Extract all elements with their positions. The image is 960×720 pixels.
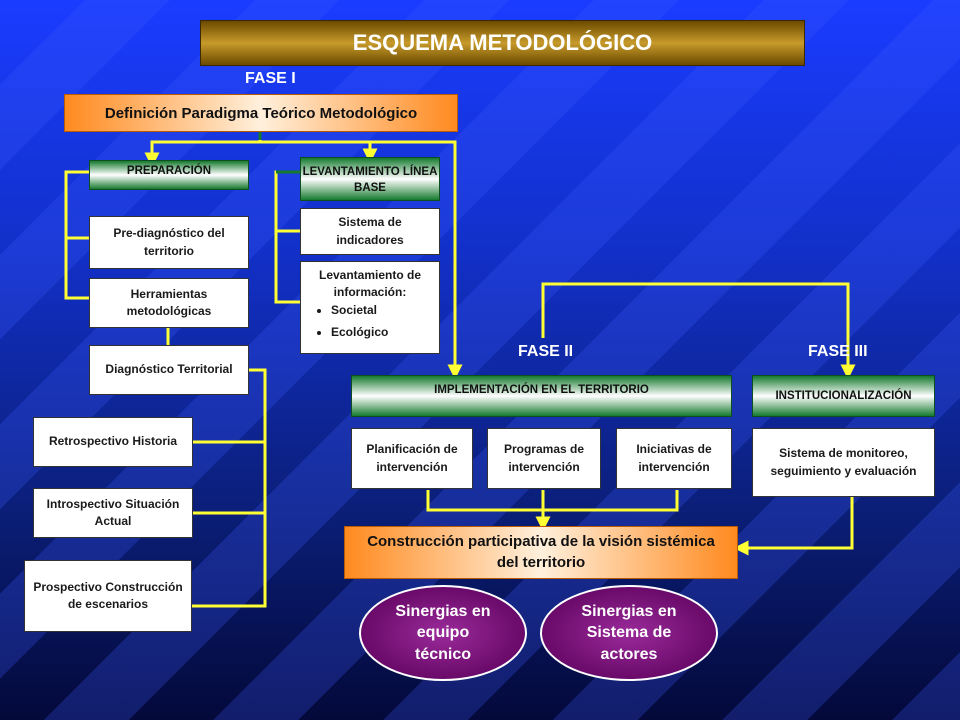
sinergias-equipo-ellipse: Sinergias en equipo técnico — [359, 585, 527, 681]
indicadores-box: Sistema de indicadores — [300, 208, 440, 255]
informacion-title: Levantamiento de información: — [318, 268, 422, 300]
phase-3-label: FASE III — [808, 343, 868, 360]
connector-monitoreo — [733, 497, 854, 556]
planificacion-box: Planificación de intervención — [351, 428, 473, 489]
connector-paradigm-levantamiento — [260, 140, 378, 164]
connector-preparacion-bracket — [64, 170, 90, 300]
informacion-box: Levantamiento de información: Societal E… — [300, 261, 440, 354]
herramientas-box: Herramientas metodológicas — [89, 278, 249, 328]
connector-diagnostico-bracket — [192, 368, 267, 608]
monitoreo-box: Sistema de monitoreo, seguimiento y eval… — [752, 428, 935, 497]
programas-box: Programas de intervención — [487, 428, 601, 489]
bullet-ecologico: Ecológico — [331, 324, 388, 341]
paradigm-box: Definición Paradigma Teórico Metodológic… — [64, 94, 458, 132]
implementacion-header: IMPLEMENTACIÓN EN EL TERRITORIO — [351, 375, 732, 417]
connector-paradigm — [144, 132, 262, 168]
connector-subboxes — [426, 490, 679, 512]
connector-fase2-fase3 — [541, 282, 856, 380]
prospectivo-box: Prospectivo Construcción de escenarios — [24, 560, 192, 632]
connector-paradigm-implementacion — [370, 140, 463, 380]
page-title: ESQUEMA METODOLÓGICO — [200, 20, 805, 66]
phase-1-label: FASE I — [245, 70, 296, 87]
levantamiento-header: LEVANTAMIENTO LÍNEA BASE — [300, 157, 440, 201]
construccion-box: Construcción participativa de la visión … — [344, 526, 738, 579]
prediagnostico-box: Pre-diagnóstico del territorio — [89, 216, 249, 269]
informacion-list: Societal Ecológico — [313, 302, 388, 342]
sinergias-actores-ellipse: Sinergias en Sistema de actores — [540, 585, 718, 681]
iniciativas-box: Iniciativas de intervención — [616, 428, 732, 489]
introspectivo-box: Introspectivo Situación Actual — [33, 488, 193, 538]
institucionalizacion-header: INSTITUCIONALIZACIÓN — [752, 375, 935, 417]
diagnostico-box: Diagnóstico Territorial — [89, 345, 249, 395]
connector-levantamiento-bracket — [274, 170, 300, 304]
phase-2-label: FASE II — [518, 343, 574, 360]
retrospectivo-box: Retrospectivo Historia — [33, 417, 193, 467]
preparacion-header: PREPARACIÓN — [89, 160, 249, 190]
bullet-societal: Societal — [331, 302, 388, 319]
